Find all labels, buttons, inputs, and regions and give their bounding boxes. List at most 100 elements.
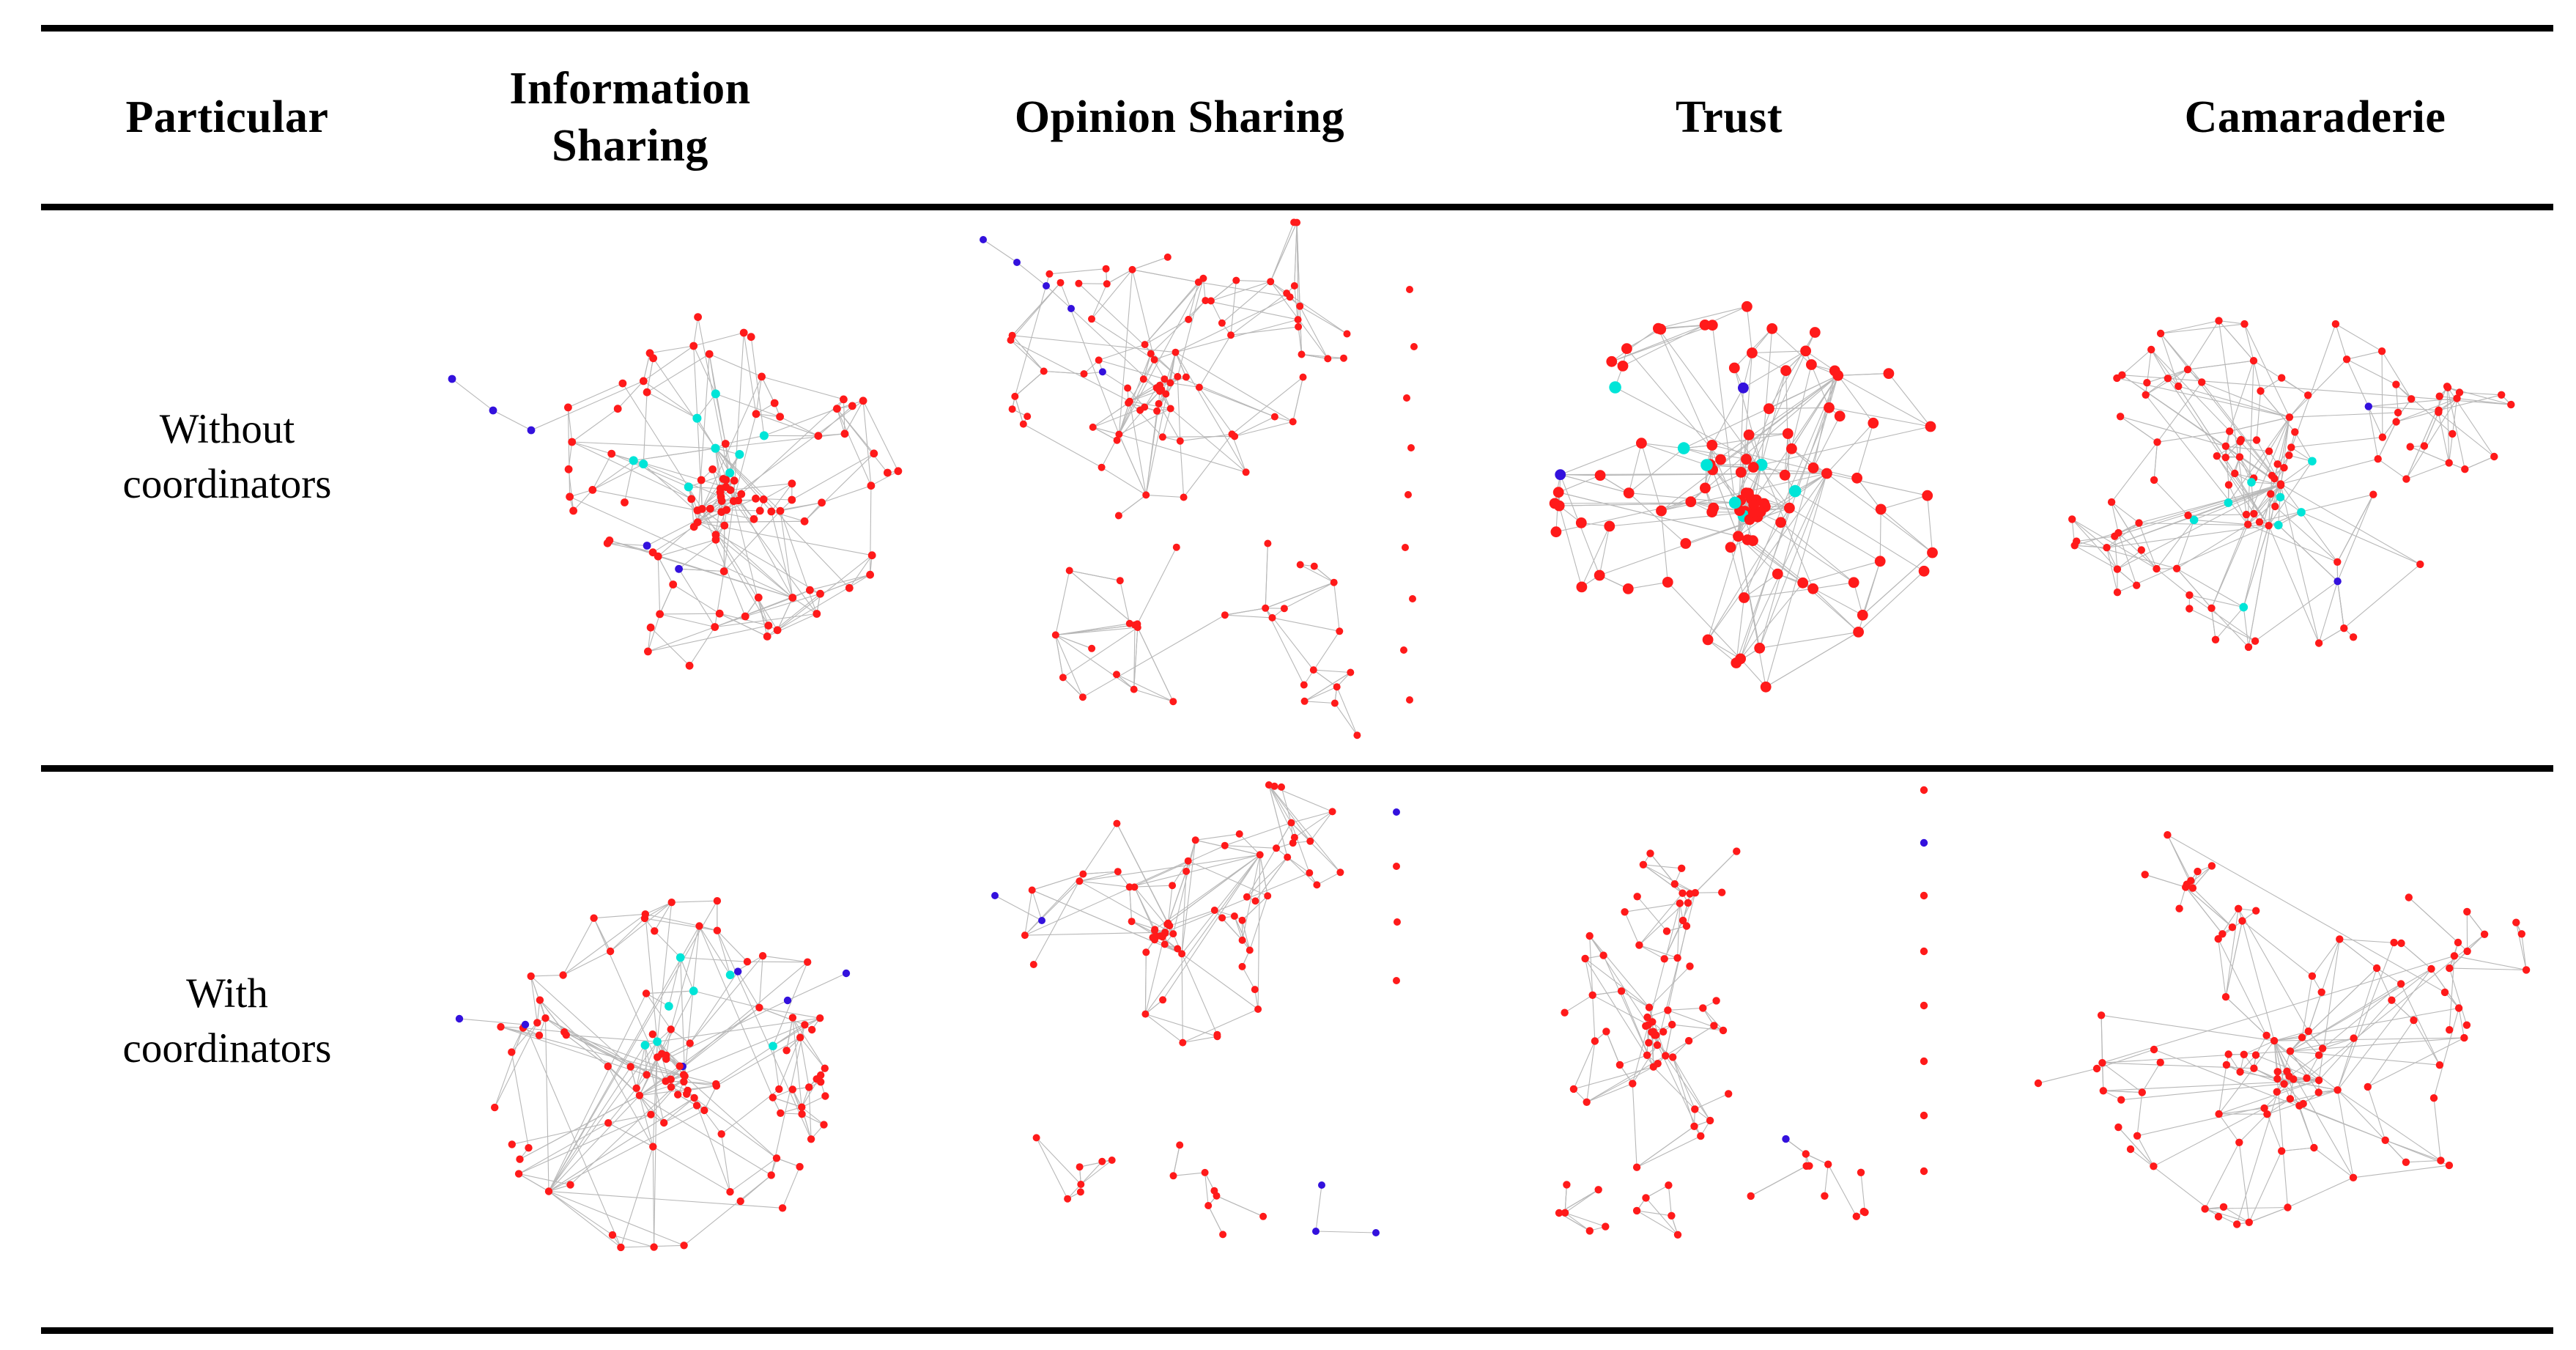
graph-node-member xyxy=(2390,938,2398,947)
graph-node-member xyxy=(2285,413,2294,421)
graph-node-member xyxy=(2113,565,2122,573)
graph-node-member xyxy=(800,517,809,525)
graph-node-member xyxy=(1162,390,1170,398)
graph-node-member xyxy=(533,1019,541,1027)
graph-node-other xyxy=(1920,838,1928,847)
graph-node-member xyxy=(721,440,730,448)
graph-canvas xyxy=(991,781,1401,1239)
graph-node-member xyxy=(2194,867,2202,876)
graph-node-member xyxy=(1182,373,1190,381)
graph-node-member xyxy=(1076,877,1084,885)
graph-node-member xyxy=(817,1071,825,1080)
graph-node-member xyxy=(1702,634,1714,646)
graph-node-member xyxy=(680,1242,688,1250)
graph-node-member xyxy=(1735,653,1746,665)
graph-node-member xyxy=(754,593,763,602)
graph-node-member xyxy=(2251,1051,2260,1059)
graph-node-member xyxy=(1706,320,1718,331)
graph-node-coordinator xyxy=(1609,381,1621,394)
graph-node-member xyxy=(1204,1202,1213,1209)
graph-node-member xyxy=(1340,354,1347,362)
graph-node-member xyxy=(816,1014,824,1022)
graph-node-member xyxy=(1065,567,1073,575)
graph-node-member xyxy=(1685,496,1697,507)
graph-node-member xyxy=(1403,394,1410,402)
graph-node-member xyxy=(1169,1172,1177,1180)
graph-node-member xyxy=(2480,930,2489,938)
graph-node-member xyxy=(1210,1187,1218,1195)
graph-node-member xyxy=(2236,1068,2244,1076)
graph-node-member xyxy=(2207,862,2216,870)
graph-canvas xyxy=(980,218,1418,739)
graph-node-member xyxy=(2270,1036,2279,1045)
graph-node-member xyxy=(776,506,785,515)
graph-node-member xyxy=(2318,1044,2327,1052)
column-header-camaraderie: Camaraderie xyxy=(2184,92,2446,142)
graph-node-member xyxy=(870,449,878,458)
graph-node-member xyxy=(514,1170,523,1178)
graph-node-member xyxy=(722,476,730,484)
graph-node-member xyxy=(1166,405,1174,413)
graph-node-member xyxy=(639,377,648,386)
graph-node-member xyxy=(2238,917,2246,925)
graph-node-member xyxy=(1221,841,1229,849)
graph-node-member xyxy=(2310,1143,2318,1152)
graph-node-member xyxy=(1280,605,1288,613)
graph-node-member xyxy=(715,609,724,618)
graph-node-member xyxy=(2374,455,2382,463)
graph-node-member xyxy=(2113,374,2121,383)
graph-node-member xyxy=(1113,819,1121,827)
graph-node-member xyxy=(1219,1231,1227,1239)
graph-node-member xyxy=(1230,912,1238,920)
graph-node-member xyxy=(649,354,657,363)
graph-node-member xyxy=(767,1171,775,1179)
row-label-with-coordinators: With coordinators xyxy=(122,970,332,1072)
graph-node-member xyxy=(2490,452,2498,461)
graph-node-member xyxy=(643,1071,651,1079)
column-header-trust: Trust xyxy=(1675,92,1783,142)
graph-node-member xyxy=(1784,502,1795,514)
graph-node-member xyxy=(2435,1061,2444,1069)
graph-node-member xyxy=(1725,1090,1733,1098)
graph-node-member xyxy=(1161,375,1169,383)
graph-node-member xyxy=(1166,379,1174,387)
graph-node-member xyxy=(2201,1205,2209,1213)
graph-node-member xyxy=(2222,1061,2231,1069)
graph-node-member xyxy=(1077,1181,1085,1188)
graph-node-member xyxy=(2397,939,2405,948)
graph-node-member xyxy=(544,1187,553,1195)
graph-node-member xyxy=(1251,986,1259,994)
graph-node-member xyxy=(2228,923,2237,932)
graph-node-member xyxy=(1629,1080,1637,1088)
graph-node-member xyxy=(713,926,722,934)
graph-node-member xyxy=(1064,1195,1072,1203)
graph-node-member xyxy=(516,1155,524,1163)
graph-node-member xyxy=(1673,1231,1682,1239)
graph-node-member xyxy=(2185,591,2194,600)
graph-node-member xyxy=(2262,1031,2270,1039)
graph-node-member xyxy=(662,1055,670,1063)
graph-canvas xyxy=(455,897,851,1252)
graph-node-member xyxy=(1555,1209,1563,1217)
graph-node-member xyxy=(755,506,764,515)
graph-node-member xyxy=(1748,499,1760,511)
graph-node-member xyxy=(1821,468,1832,479)
graph-node-member xyxy=(2156,1058,2164,1066)
graph-node-member xyxy=(1141,341,1149,349)
graph-node-member xyxy=(2221,442,2230,450)
graph-nodes xyxy=(2034,831,2531,1228)
graph-node-member xyxy=(1174,945,1182,953)
graph-node-member xyxy=(1585,1227,1594,1235)
graph-node-member xyxy=(1920,1057,1928,1066)
graph-nodes xyxy=(448,313,903,670)
graph-node-member xyxy=(1161,940,1169,948)
graph-node-member xyxy=(711,623,719,631)
graph-node-member xyxy=(1194,279,1202,286)
graph-node-member xyxy=(2317,988,2325,996)
column-header-particular: Particular xyxy=(125,92,329,142)
graph-node-member xyxy=(2068,515,2076,523)
graph-node-member xyxy=(2314,1076,2323,1085)
graph-node-member xyxy=(848,402,856,410)
graph-node-member xyxy=(1300,697,1309,705)
graph-node-member xyxy=(1633,893,1641,901)
